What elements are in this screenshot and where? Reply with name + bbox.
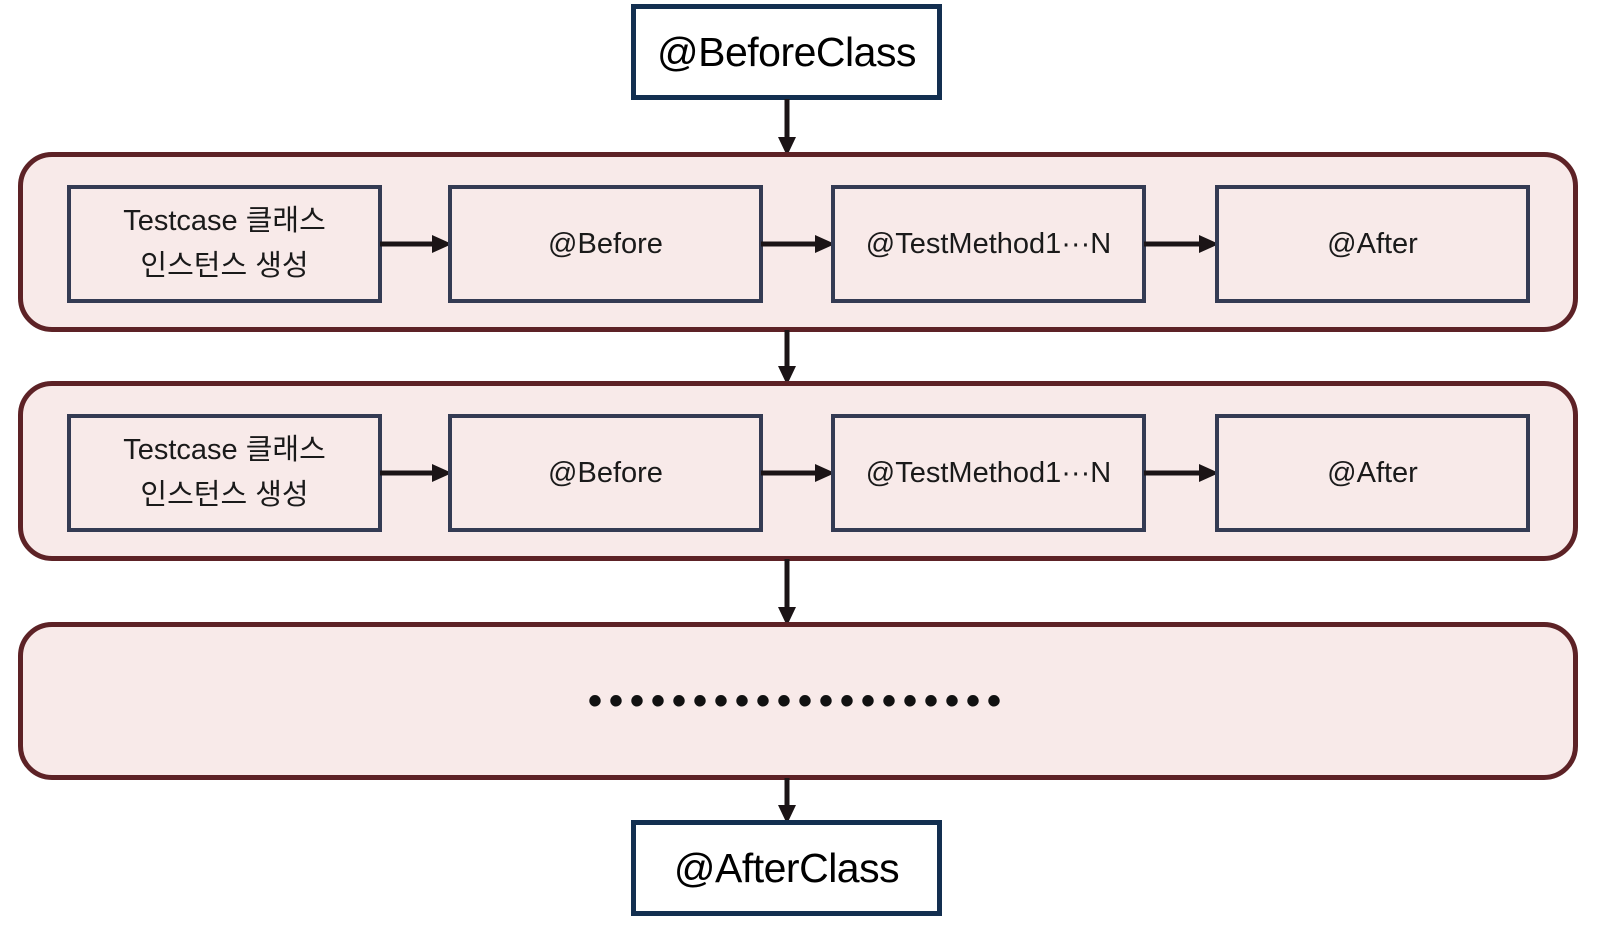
step-label-line2: 인스턴스 생성: [140, 479, 309, 511]
arrow-testmethod-to-after: [1144, 464, 1219, 482]
step-testcase-instance: Testcase 클래스 인스턴스 생성: [67, 185, 382, 303]
arrow-testmethod-to-after: [1144, 235, 1219, 253]
arrow-beforeclass-to-group1: [778, 99, 796, 156]
test-run-group-2: Testcase 클래스 인스턴스 생성 @Before @TestMethod…: [18, 381, 1578, 561]
after-class-label: @AfterClass: [673, 844, 900, 891]
before-class-box: @BeforeClass: [631, 4, 942, 100]
step-after: @After: [1215, 185, 1530, 303]
step-label-line1: @Before: [548, 456, 663, 489]
test-run-group-ellipsis: ••••••••••••••••••••: [18, 622, 1578, 780]
step-label-line1: Testcase 클래스: [123, 205, 326, 238]
before-class-label: @BeforeClass: [657, 28, 916, 75]
step-test-methods: @TestMethod1···N: [831, 185, 1146, 303]
arrow-group2-to-group3: [778, 559, 796, 626]
step-label-line1: @After: [1327, 227, 1418, 260]
step-label-line1: Testcase 클래스: [123, 434, 326, 467]
ellipsis-label: ••••••••••••••••••••: [587, 679, 1009, 723]
step-label-line1: @TestMethod1···N: [865, 227, 1112, 260]
step-label-line2: 인스턴스 생성: [140, 250, 309, 282]
test-run-group-1: Testcase 클래스 인스턴스 생성 @Before @TestMethod…: [18, 152, 1578, 332]
step-after: @After: [1215, 414, 1530, 532]
after-class-box: @AfterClass: [631, 820, 942, 916]
arrow-testcase-to-before: [380, 235, 452, 253]
step-label-line1: @After: [1327, 456, 1418, 489]
arrow-testcase-to-before: [380, 464, 452, 482]
step-before: @Before: [448, 414, 763, 532]
step-before: @Before: [448, 185, 763, 303]
step-label-line1: @Before: [548, 227, 663, 260]
step-testcase-instance: Testcase 클래스 인스턴스 생성: [67, 414, 382, 532]
arrow-group1-to-group2: [778, 330, 796, 385]
arrow-before-to-testmethod: [761, 235, 835, 253]
arrow-group3-to-afterclass: [778, 778, 796, 824]
arrow-before-to-testmethod: [761, 464, 835, 482]
step-test-methods: @TestMethod1···N: [831, 414, 1146, 532]
step-label-line1: @TestMethod1···N: [865, 456, 1112, 489]
